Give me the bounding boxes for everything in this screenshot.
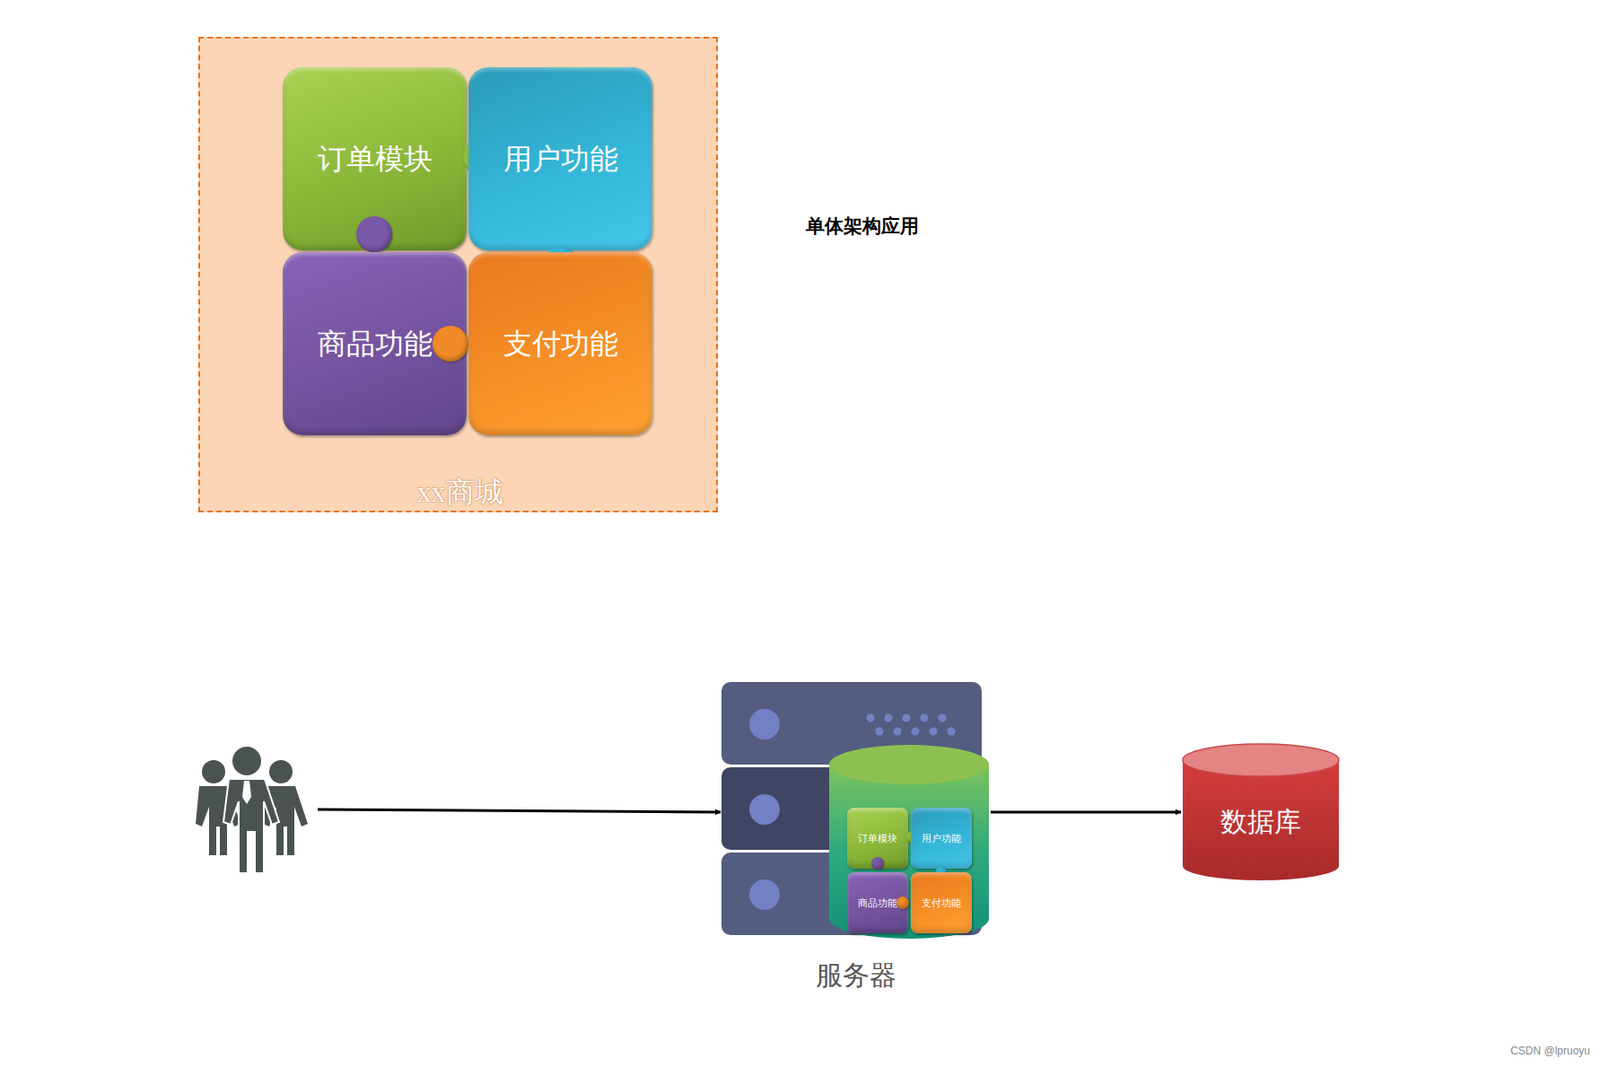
module-name: 支付功能 <box>503 327 619 361</box>
server: 服务器 订单模块 用户功能商品功能 支付功能 <box>721 681 991 992</box>
user-request-arrow <box>317 809 721 813</box>
puzzle-knob <box>871 856 884 870</box>
puzzle-knob <box>432 325 469 362</box>
database-label: 数据库 <box>1220 806 1302 839</box>
module-tile: 支付功能 <box>468 252 653 436</box>
diagram-title-note: 单体架构应用 <box>805 213 919 239</box>
system-boundary: xx商城 订单模块 用户功能商品功能 支付功能 <box>198 36 718 513</box>
people-icon <box>195 746 308 874</box>
module-tile: 订单模块 <box>282 67 467 251</box>
module-name: 支付功能 <box>921 897 962 910</box>
server-label: 服务器 <box>815 960 897 992</box>
module-tile: 用户功能 <box>910 807 972 869</box>
module-tile: 商品功能 <box>847 872 909 934</box>
module-tile: 用户功能 <box>468 67 653 251</box>
puzzle-knob <box>896 896 910 910</box>
system-name: xx商城 <box>417 475 504 509</box>
module-name: 商品功能 <box>317 327 433 361</box>
puzzle-knob <box>356 216 393 253</box>
module-name: 用户功能 <box>503 142 619 176</box>
watermark: CSDN @lpruoyu <box>1510 1044 1591 1058</box>
module-name: 订单模块 <box>317 142 433 176</box>
module-name: 用户功能 <box>921 832 962 845</box>
module-tile: 订单模块 <box>847 807 909 869</box>
connector-arrow <box>990 811 1181 814</box>
database-cylinder: 数据库 <box>1181 742 1340 883</box>
module-tile: 支付功能 <box>910 872 972 934</box>
module-tile: 商品功能 <box>282 252 467 436</box>
module-name: 商品功能 <box>857 897 898 910</box>
module-name: 订单模块 <box>857 832 898 845</box>
